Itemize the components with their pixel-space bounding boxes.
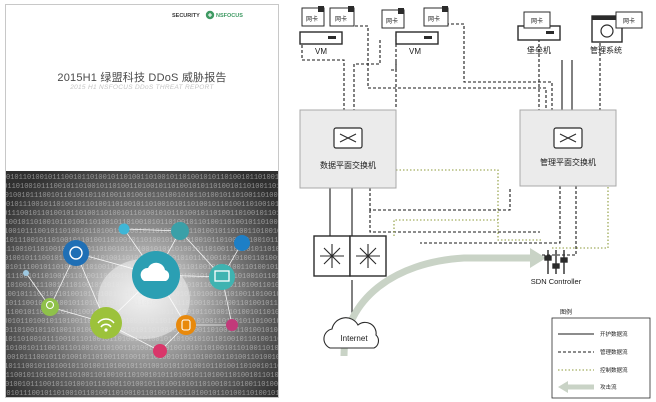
management-plane-switch: 管理平面交换机: [519, 109, 617, 187]
binary-row: 1001011100101101001011010011010010110100…: [6, 228, 279, 236]
legend-item-label: 开护数据流: [600, 330, 628, 338]
security-logo-text: SECURITY: [172, 13, 200, 19]
vm-left: VM: [299, 31, 343, 56]
network-node-lightbulb: [41, 298, 59, 316]
binary-row: 0100101110010110100101101001101001011010…: [6, 219, 279, 227]
network-node-bird: [171, 222, 189, 240]
router-right: [349, 235, 387, 277]
binary-row: 1010010111001011010010110100110100101101…: [6, 372, 279, 380]
binary-row: 0010111001011010010110100110100101101001…: [6, 237, 279, 245]
bastion-host: 堡垒机: [517, 25, 561, 55]
legend-title: 图例: [560, 308, 572, 316]
binary-row: 0101101001011100101101001011010011010010…: [6, 336, 279, 344]
internet-cloud: Internet: [323, 317, 380, 349]
cover-logo-bar: SECURITY NSFOCUS: [172, 10, 243, 20]
management-plane-switch-label: 管理平面交换机: [540, 157, 596, 167]
network-node-monitor: [209, 264, 235, 290]
nic-label: 网卡: [428, 15, 440, 23]
vm-right: VM: [395, 31, 439, 56]
binary-row: 1101001011100101101001011010011010010110…: [6, 363, 279, 371]
nic-vm-right-b: 网卡: [423, 6, 449, 27]
network-node-wifi: [90, 307, 122, 339]
binary-row: 1011010010111001011010010110100110100101…: [6, 345, 279, 353]
nic-label: 网卡: [623, 17, 635, 25]
flow-lines: [301, 23, 609, 357]
vm-left-label: VM: [315, 47, 327, 56]
network-diagram: VM 网卡 网卡 VM 网卡 网卡: [284, 0, 656, 402]
router-left: [313, 235, 351, 277]
network-node-small: [118, 223, 130, 235]
management-system: 管理系统: [590, 15, 623, 55]
report-cover: SECURITY NSFOCUS 2015H1 绿盟科技 DDoS 威胁报告 2…: [5, 4, 279, 398]
network-node-database: [176, 315, 196, 335]
bastion-host-label: 堡垒机: [527, 45, 551, 55]
binary-row: 0101101001011100101101001011010011010010…: [6, 174, 279, 182]
binary-row: 1010010111001011010010110100110100101101…: [6, 210, 279, 218]
legend-item-label: 攻击流: [600, 383, 617, 391]
data-plane-switch: 数据平面交换机: [299, 109, 397, 189]
attack-flow-arrowhead: [530, 248, 546, 268]
cover-subtitle: 2015 H1 NSFOCUS DDoS THREAT REPORT: [70, 84, 214, 91]
nic-bastion: 网卡: [523, 11, 551, 29]
network-node-cloud: [132, 251, 180, 299]
binary-row: 1011010010111001011010010110100110100101…: [6, 183, 279, 191]
router-icon: [356, 244, 380, 268]
cover-title: 2015H1 绿盟科技 DDoS 威胁报告: [57, 72, 227, 84]
vm-right-label: VM: [409, 47, 421, 56]
network-node-pink: [226, 319, 238, 331]
nic-label: 网卡: [531, 17, 543, 25]
management-system-label: 管理系统: [590, 45, 622, 55]
sdn-controller-label: SDN Controller: [531, 277, 582, 286]
nic-vm-left-b: 网卡: [329, 6, 355, 27]
nic-management-system: 网卡: [615, 11, 643, 29]
binary-row: 0110100101110010110100101101001101001011…: [6, 192, 279, 200]
legend-item-label: 控制数据流: [600, 366, 628, 374]
nic-label: 网卡: [306, 15, 318, 23]
management-flow-lines: [301, 23, 601, 256]
cover-tunnel-illustration: 0101101001011100101101001011010011010010…: [6, 171, 279, 398]
legend-item-label: 管理数据流: [600, 348, 628, 356]
cloud-icon: [323, 317, 380, 349]
sdn-controller: SDN Controller: [531, 250, 582, 286]
sdn-controller-icon: [544, 250, 568, 274]
nic-vm-left-a: 网卡: [301, 6, 325, 27]
nic-label: 网卡: [386, 17, 398, 25]
binary-row: 1001011100101101001011010011010010110100…: [6, 390, 279, 398]
network-node-blue: [234, 235, 250, 251]
gear-icon: [600, 24, 614, 38]
binary-row: 0101110010110100101101001101001011010010…: [6, 246, 279, 254]
router-icon: [320, 244, 344, 268]
network-node-red: [153, 344, 167, 358]
network-diagram-canvas: VM 网卡 网卡 VM 网卡 网卡: [299, 6, 651, 399]
network-node-globe: [63, 240, 89, 266]
binary-row: 0110100101110010110100101101001101001011…: [6, 354, 279, 362]
internet-label: Internet: [340, 334, 368, 343]
data-plane-switch-label: 数据平面交换机: [320, 160, 376, 170]
network-node-tiny: [23, 270, 29, 276]
legend: 图例 开护数据流 管理数据流 控制数据流 攻击流: [551, 308, 651, 399]
binary-row: 1101001011100101101001011010011010010110…: [6, 201, 279, 209]
binary-row: 0100101110010110100101101001101001011010…: [6, 381, 279, 389]
nic-label: 网卡: [335, 15, 347, 23]
nsfocus-logo-text: NSFOCUS: [216, 13, 243, 19]
nic-vm-right-a: 网卡: [381, 8, 405, 29]
